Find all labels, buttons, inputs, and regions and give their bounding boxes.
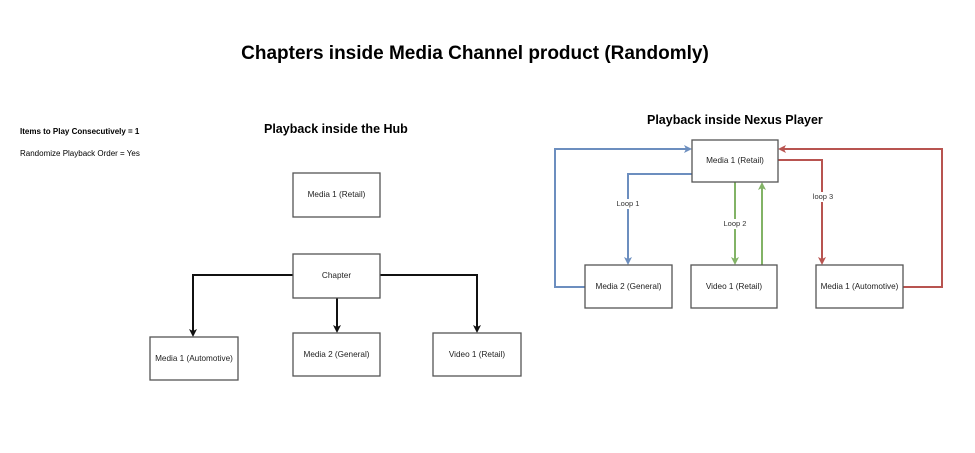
nexus-node-media2-general: Media 2 (General)	[584, 264, 673, 309]
loop1-label: Loop 1	[617, 199, 640, 208]
loop3-label: loop 3	[813, 192, 833, 201]
hub-edge-chapter-to-right	[380, 274, 481, 333]
nexus-loop1-return-edge	[554, 145, 692, 288]
nexus-loop1-forward-edge	[624, 173, 692, 265]
hub-node-media2-general: Media 2 (General)	[292, 332, 381, 377]
nexus-diagram-title: Playback inside Nexus Player	[647, 113, 823, 127]
svg-text:Chapter: Chapter	[322, 271, 351, 280]
hub-diagram-title: Playback inside the Hub	[264, 122, 408, 136]
hub-node-media1-retail: Media 1 (Retail)	[292, 172, 381, 218]
hub-edge-chapter-to-left	[189, 274, 293, 337]
items-consecutive-setting: Items to Play Consecutively = 1	[20, 127, 140, 136]
nexus-loop3-return-edge	[778, 145, 943, 288]
svg-text:Media 2 (General): Media 2 (General)	[596, 282, 662, 291]
page-title: Chapters inside Media Channel product (R…	[241, 43, 709, 64]
nexus-node-media1-retail: Media 1 (Retail)	[691, 139, 779, 183]
nexus-node-media1-automotive: Media 1 (Automotive)	[815, 264, 904, 309]
svg-text:Video 1 (Retail): Video 1 (Retail)	[706, 282, 763, 291]
svg-text:Video 1 (Retail): Video 1 (Retail)	[449, 350, 506, 359]
hub-node-media1-automotive: Media 1 (Automotive)	[149, 336, 239, 381]
svg-text:Media 1 (Automotive): Media 1 (Automotive)	[155, 354, 233, 363]
svg-text:Media 1 (Retail): Media 1 (Retail)	[308, 190, 366, 199]
nexus-node-video1-retail: Video 1 (Retail)	[690, 264, 778, 309]
randomize-setting: Randomize Playback Order = Yes	[20, 149, 140, 158]
nexus-loop3-forward-edge	[778, 159, 826, 265]
svg-text:Media 1 (Automotive): Media 1 (Automotive)	[821, 282, 899, 291]
hub-node-chapter: Chapter	[292, 253, 381, 299]
svg-text:Media 2 (General): Media 2 (General)	[304, 350, 370, 359]
hub-node-video1-retail: Video 1 (Retail)	[432, 332, 522, 377]
svg-text:Media 1 (Retail): Media 1 (Retail)	[706, 156, 764, 165]
loop2-label: Loop 2	[724, 219, 747, 228]
